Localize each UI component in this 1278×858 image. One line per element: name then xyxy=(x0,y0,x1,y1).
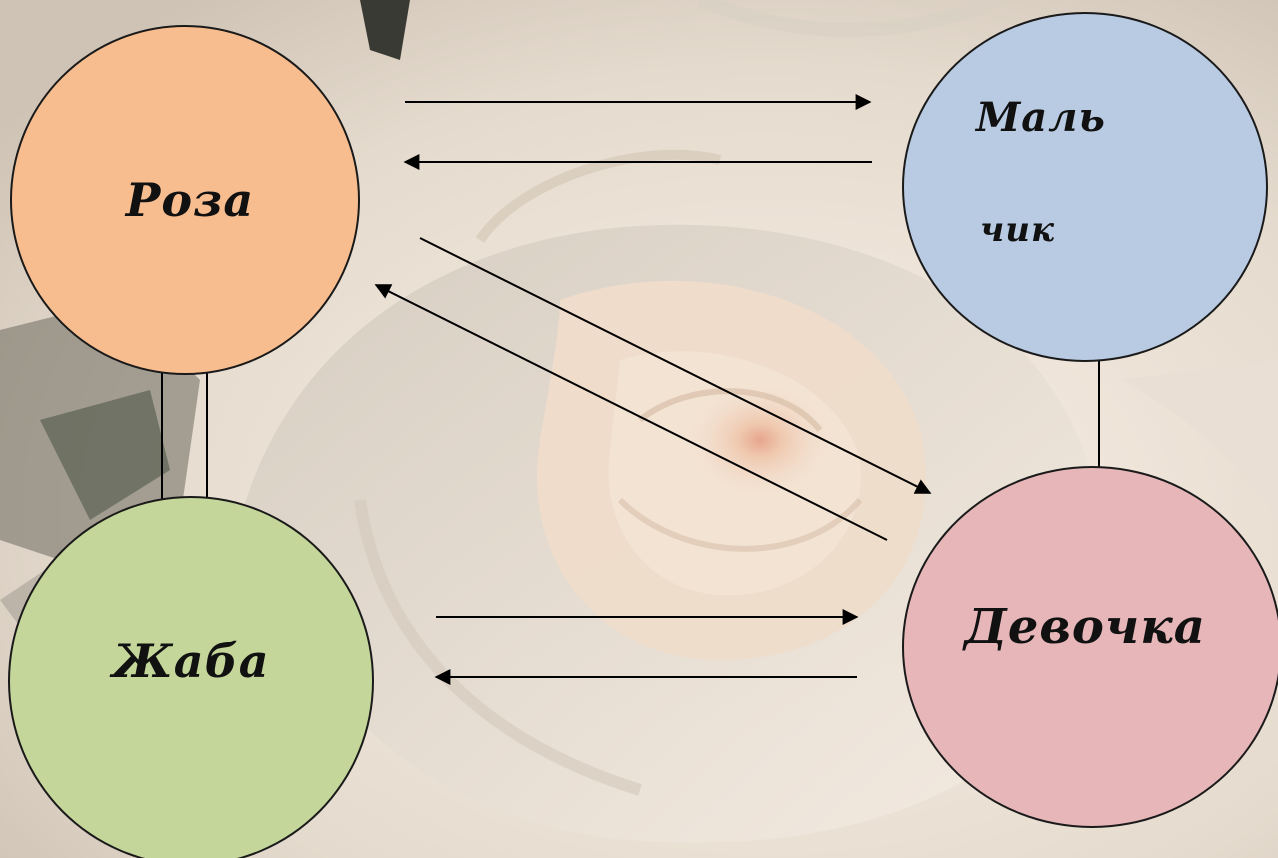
node-toad: Жаба xyxy=(8,496,374,858)
node-boy: Маль чик xyxy=(902,12,1268,362)
node-girl-label: Девочка xyxy=(964,599,1206,655)
node-boy-label-line2: чик xyxy=(980,210,1055,250)
node-toad-label: Жаба xyxy=(112,634,269,688)
node-rose: Роза xyxy=(10,25,360,375)
node-rose-label: Роза xyxy=(126,173,254,227)
node-girl: Девочка xyxy=(902,466,1278,828)
node-boy-label-line1: Маль xyxy=(976,94,1106,141)
